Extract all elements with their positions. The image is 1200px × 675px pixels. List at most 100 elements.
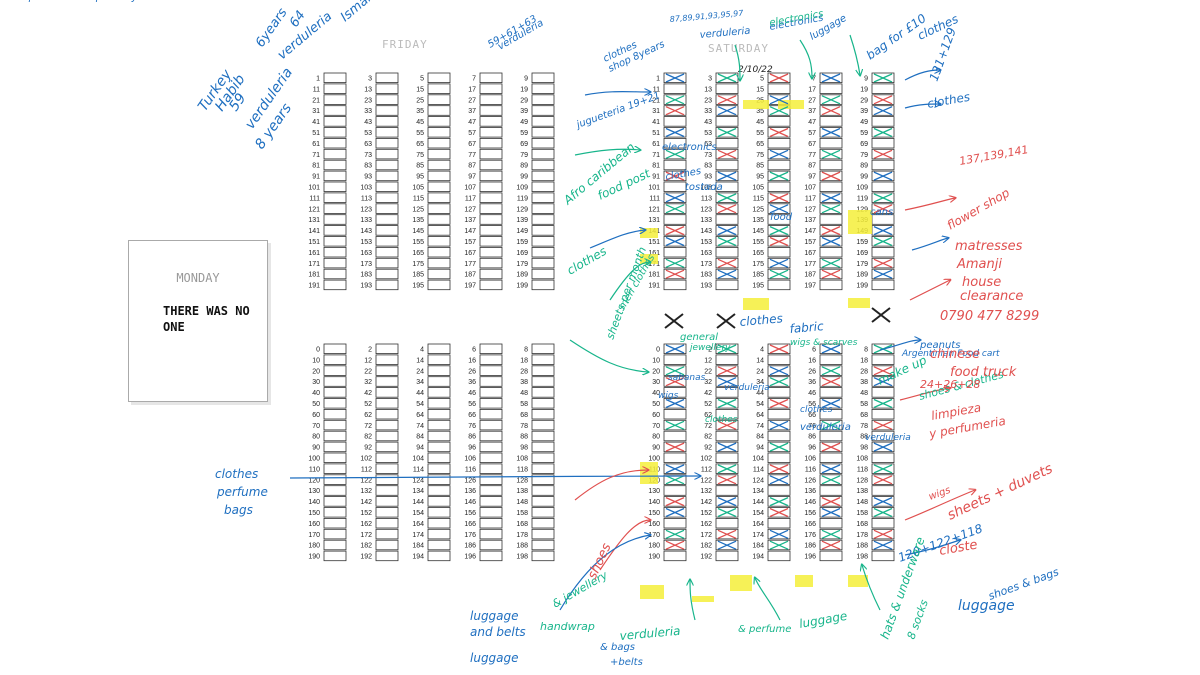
stall-number: 198 xyxy=(516,554,528,561)
stall-number: 8 xyxy=(524,347,528,354)
stall-cell xyxy=(323,181,347,193)
stall-number: 17 xyxy=(808,86,816,93)
stall-number: 84 xyxy=(416,434,424,441)
stall-cell xyxy=(427,246,451,258)
cross-mark xyxy=(665,344,685,354)
stall-number: 30 xyxy=(312,379,320,386)
cross-mark xyxy=(821,127,841,138)
stall-number: 36 xyxy=(808,379,816,386)
cross-mark xyxy=(665,398,685,409)
stall-number: 122 xyxy=(360,477,372,484)
stall-number: 148 xyxy=(856,499,868,506)
stall-number: 30 xyxy=(652,379,660,386)
stall-cell xyxy=(479,148,503,160)
stall-number: 54 xyxy=(756,401,764,408)
stall-number: 63 xyxy=(704,141,712,148)
stall-cell xyxy=(531,485,555,496)
stall-number: 178 xyxy=(856,532,868,539)
stall-number: 155 xyxy=(752,239,764,246)
stall-cell xyxy=(531,83,555,94)
stall-cell xyxy=(531,343,555,355)
stall-cell xyxy=(871,279,895,291)
stall-number: 197 xyxy=(464,283,476,290)
stall-number: 172 xyxy=(360,532,372,539)
monday-note: THERE WAS NO ONE xyxy=(163,304,250,334)
cross-mark xyxy=(873,95,893,105)
stall-number: 70 xyxy=(312,423,320,430)
stall-cell xyxy=(375,550,399,562)
handwritten-note: luggage xyxy=(958,598,1015,614)
stall-cell xyxy=(531,376,555,387)
handwritten-note: 8 socks xyxy=(905,598,931,641)
cross-mark xyxy=(665,236,685,247)
cross-mark xyxy=(821,149,841,159)
stall-number: 145 xyxy=(752,228,764,235)
highlight-mark xyxy=(730,575,752,591)
annotation-arrow xyxy=(734,44,740,80)
stall-number: 86 xyxy=(468,434,476,441)
cross-mark xyxy=(717,106,737,116)
annotation-arrow xyxy=(574,470,648,501)
cross-mark xyxy=(821,106,841,116)
stall-number: 133 xyxy=(700,217,712,224)
stall-cell xyxy=(663,246,687,258)
stall-cell xyxy=(375,452,399,464)
stall-cell xyxy=(323,441,347,453)
stall-number: 22 xyxy=(364,368,372,375)
stall-cell xyxy=(767,408,791,420)
handwritten-note: closte xyxy=(938,537,979,558)
cross-mark xyxy=(717,127,737,138)
stall-cell xyxy=(375,214,399,225)
cross-mark xyxy=(769,398,789,409)
stall-cell xyxy=(531,72,555,84)
stall-cell xyxy=(375,518,399,529)
stall-number: 193 xyxy=(360,283,372,290)
stall-cell xyxy=(531,496,555,507)
stall-cell xyxy=(427,203,451,214)
cross-mark xyxy=(717,193,737,203)
stall-cell xyxy=(323,496,347,507)
stall-number: 168 xyxy=(516,521,528,528)
stall-cell xyxy=(323,365,347,376)
stall-number: 14 xyxy=(756,357,764,364)
handwritten-note: wigs & scarves xyxy=(790,338,858,348)
stall-number: 23 xyxy=(704,97,712,104)
stall-cell xyxy=(531,452,555,464)
stall-cell xyxy=(479,170,503,182)
cross-mark xyxy=(871,307,891,323)
cross-mark xyxy=(665,95,685,105)
stall-number: 104 xyxy=(412,456,424,463)
stall-number: 94 xyxy=(756,445,764,452)
stall-number: 64 xyxy=(416,412,424,419)
handwritten-note: sheets + duvets xyxy=(945,461,1055,524)
stall-cell xyxy=(767,137,791,149)
cross-mark xyxy=(769,344,789,354)
cross-mark xyxy=(717,269,737,279)
stall-cell xyxy=(323,170,347,182)
stall-number: 131 xyxy=(648,217,660,224)
stall-cell xyxy=(819,246,843,258)
stall-number: 134 xyxy=(752,488,764,495)
stall-number: 162 xyxy=(360,521,372,528)
handwritten-note: electronics xyxy=(662,142,717,153)
stall-number: 189 xyxy=(856,272,868,279)
cross-mark xyxy=(717,366,737,376)
stall-number: 153 xyxy=(700,239,712,246)
handwritten-note: clothes xyxy=(800,405,833,415)
stall-cell xyxy=(323,246,347,258)
stall-cell xyxy=(323,268,347,280)
stall-cell xyxy=(323,452,347,464)
stall-cell xyxy=(323,376,347,387)
stall-cell xyxy=(479,94,503,105)
stall-number: 100 xyxy=(308,456,320,463)
stall-number: 92 xyxy=(364,445,372,452)
stall-number: 145 xyxy=(412,228,424,235)
stall-number: 190 xyxy=(308,554,320,561)
stall-number: 107 xyxy=(804,185,816,192)
stall-number: 109 xyxy=(516,185,528,192)
stall-cell xyxy=(663,408,687,420)
stall-number: 174 xyxy=(752,532,764,539)
stall-number: 74 xyxy=(416,423,424,430)
stall-number: 24 xyxy=(756,368,764,375)
annotation-arrow xyxy=(589,230,645,249)
